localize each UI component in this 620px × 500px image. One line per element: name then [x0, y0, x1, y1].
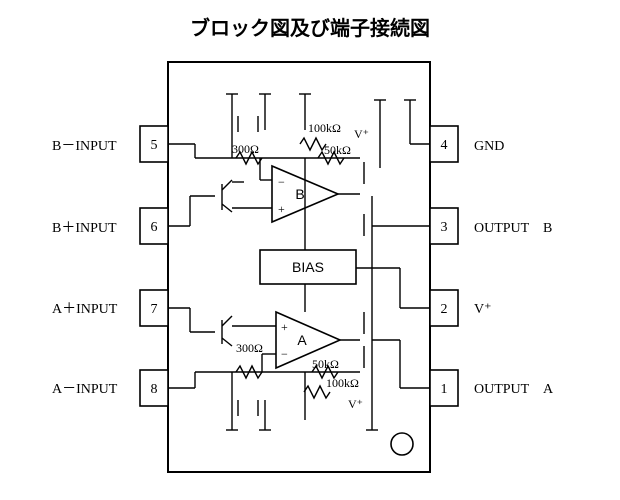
pin-1: 1 V⁺ OUTPUT A [429, 369, 554, 407]
label-vplus-top: V⁺ [354, 127, 369, 141]
svg-text:1: 1 [441, 382, 448, 397]
svg-text:+: + [281, 320, 288, 334]
pin-3: 3 OUTPUT B [429, 207, 552, 245]
label-100k-top: 100kΩ [308, 121, 341, 135]
pin-5-label: B－INPUT [52, 139, 117, 154]
pin-3-label: OUTPUT B [474, 221, 552, 236]
svg-text:−: − [281, 347, 288, 361]
wiring-b [168, 94, 430, 430]
label-vplus-bot: V⁺ [348, 397, 363, 411]
svg-text:2: 2 [441, 302, 448, 317]
pin-2: 2 V⁺ [429, 289, 492, 327]
label-50k-top: 50kΩ [324, 143, 351, 157]
svg-text:4: 4 [441, 138, 448, 153]
transistors [221, 116, 365, 416]
label-100k-bot: 100kΩ [326, 376, 359, 390]
svg-text:B: B [295, 186, 304, 202]
resistors [235, 136, 345, 400]
svg-text:3: 3 [441, 220, 448, 235]
svg-text:A: A [297, 332, 307, 348]
bias-block: BIAS [259, 249, 357, 285]
svg-text:BIAS: BIAS [292, 259, 324, 275]
pin-7-label: A＋INPUT [52, 302, 118, 317]
pin-4: 4 GND [429, 125, 504, 163]
pin-7: 7 A＋INPUT [52, 289, 169, 327]
package-outline [167, 61, 431, 473]
pin-8: 8 A－INPUT [52, 369, 169, 407]
label-50k-bot: 50kΩ [312, 357, 339, 371]
label-300-bot: 300Ω [236, 341, 263, 355]
ground-symbols [226, 93, 416, 431]
amplifier-a: A + − [275, 310, 342, 370]
pin1-index-mark [390, 432, 414, 456]
pin-6-label: B＋INPUT [52, 221, 117, 236]
svg-text:−: − [278, 175, 285, 189]
pin-8-label: A－INPUT [52, 382, 118, 397]
page-title: ブロック図及び端子接続図 [190, 16, 430, 40]
wiring-a [168, 307, 430, 430]
svg-text:OUTPUT A: OUTPUT A [474, 382, 554, 397]
svg-text:7: 7 [151, 302, 158, 317]
svg-text:6: 6 [151, 220, 158, 235]
pin-2-label: V⁺ [474, 302, 492, 317]
pin-6: 6 B＋INPUT [52, 207, 169, 245]
svg-text:5: 5 [151, 138, 158, 153]
svg-text:+: + [278, 202, 285, 216]
label-300-top: 300Ω [232, 142, 259, 156]
pin-4-label: GND [474, 139, 504, 154]
svg-text:8: 8 [151, 382, 158, 397]
pin-5: 5 B－INPUT [52, 125, 169, 163]
